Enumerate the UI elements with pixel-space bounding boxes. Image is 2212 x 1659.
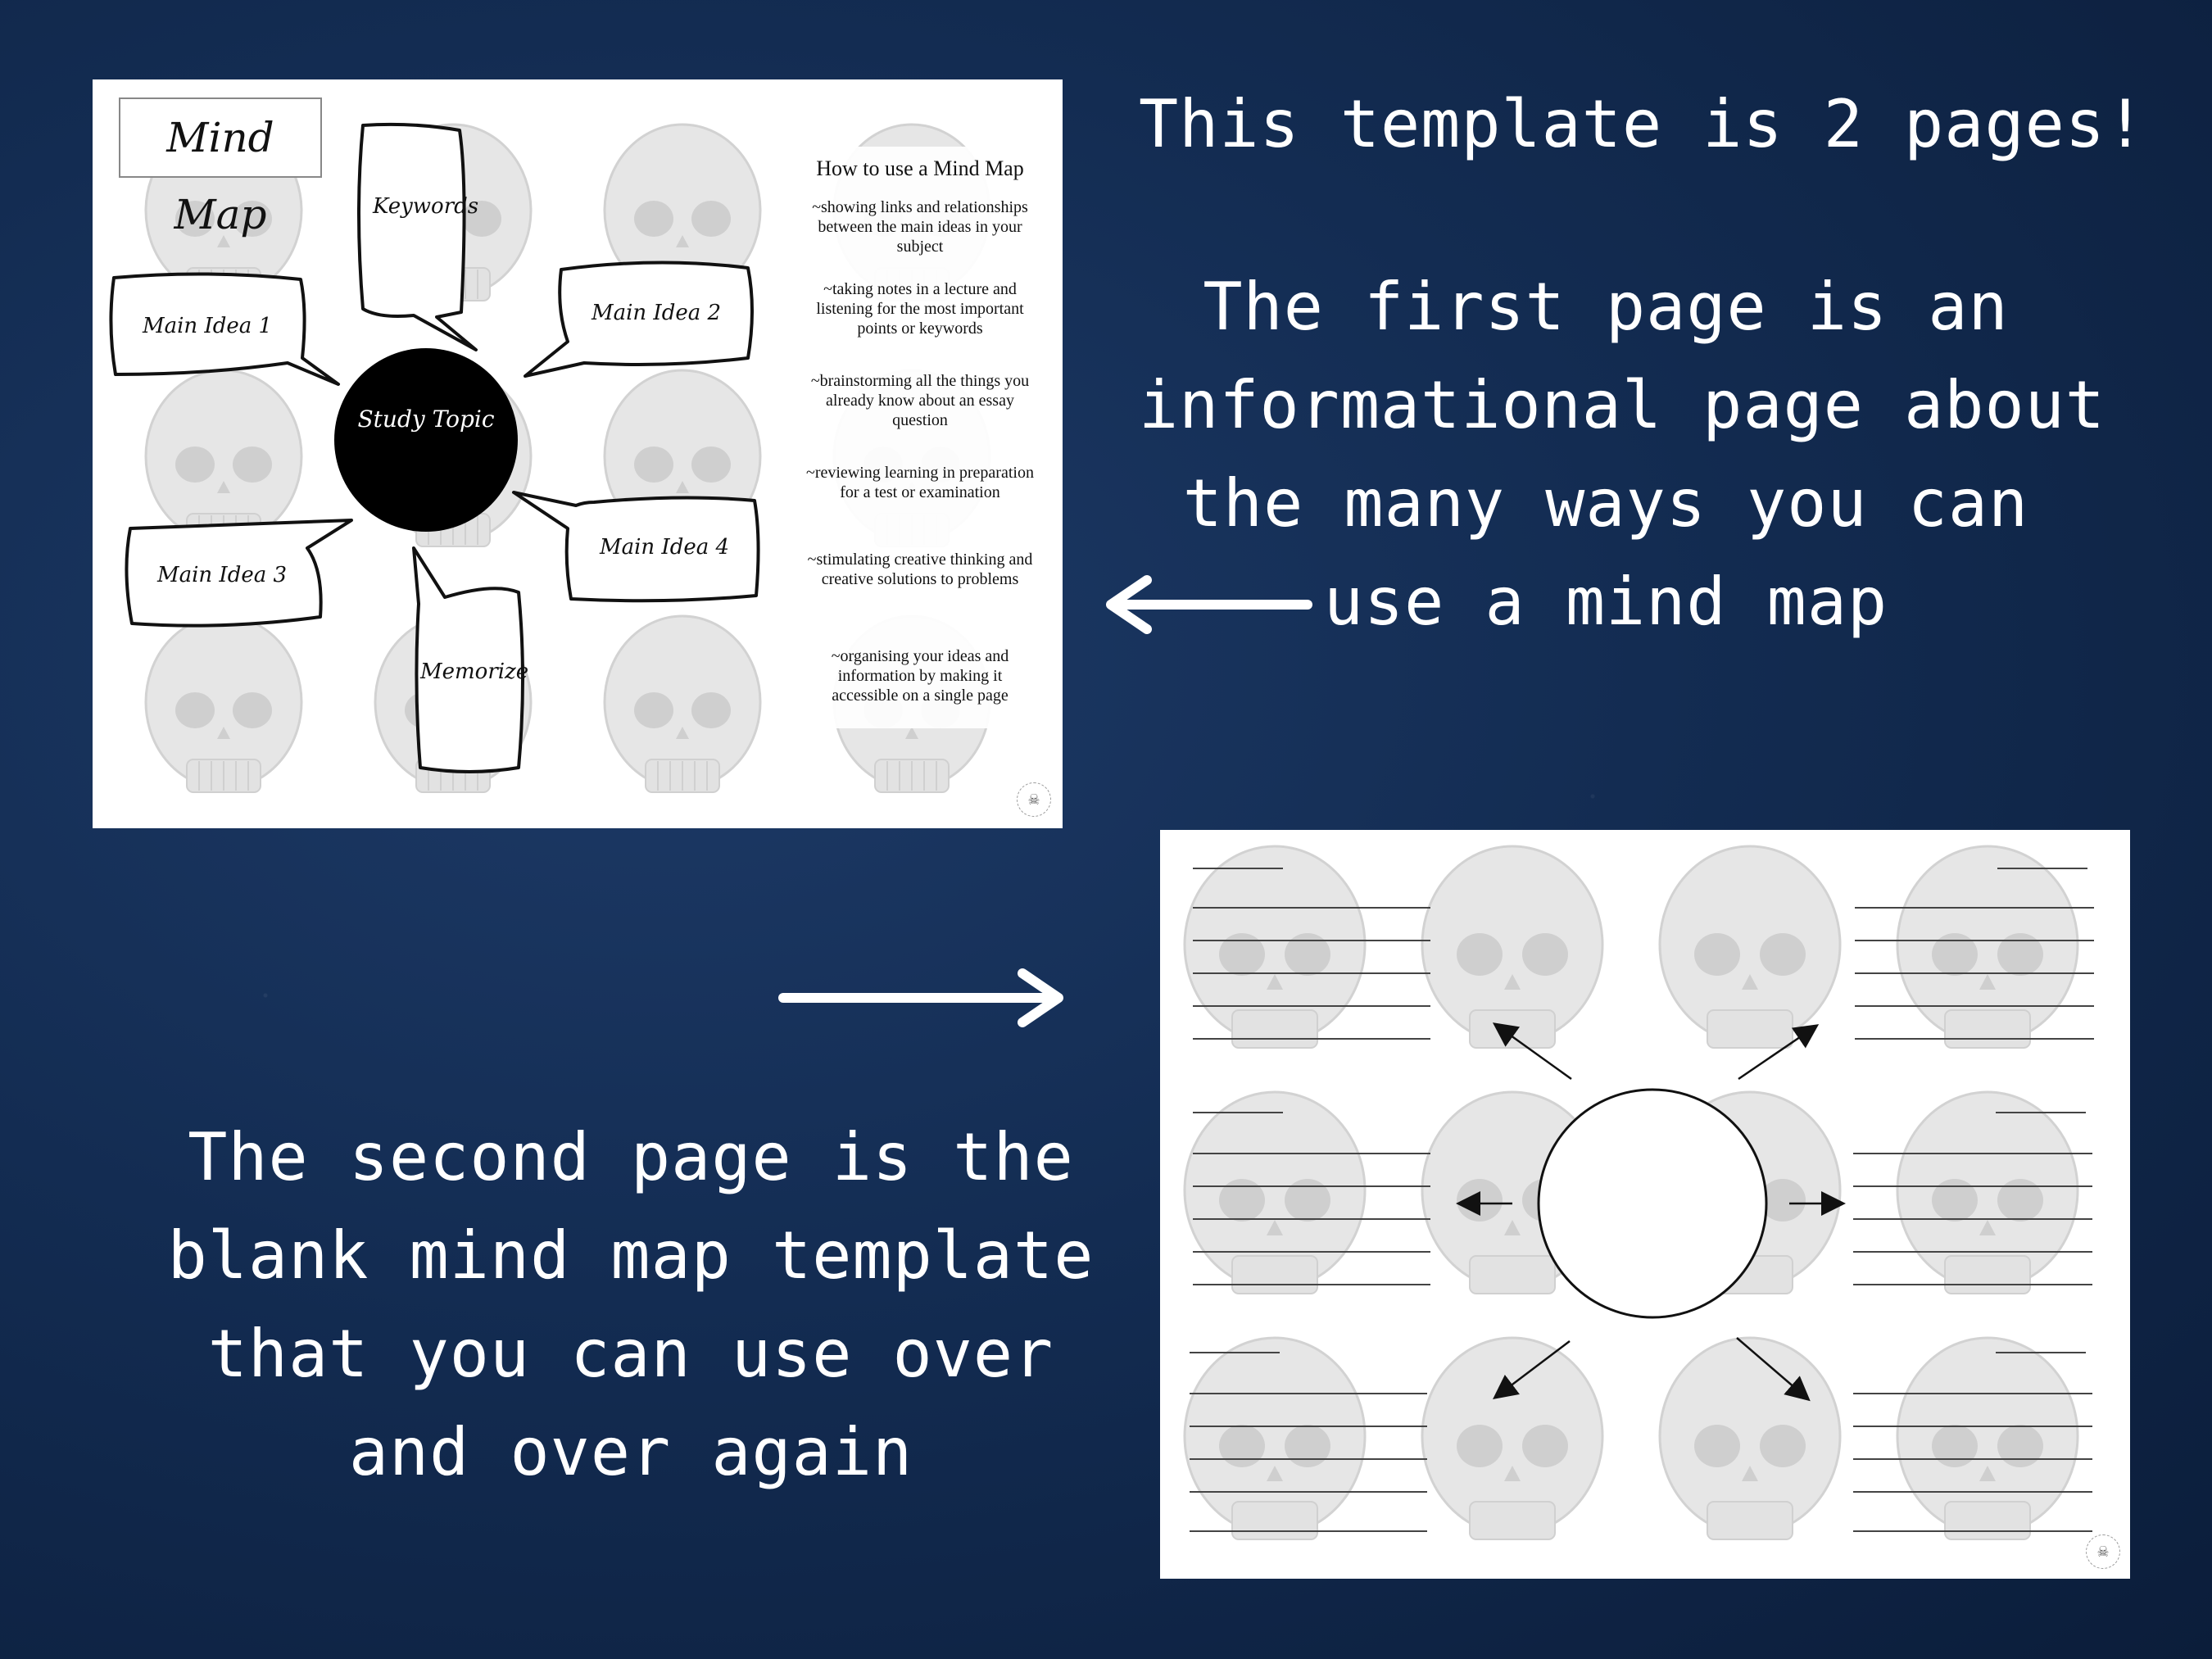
how-to-item: ~stimulating creative thinking and creat… bbox=[807, 551, 1033, 588]
bubble-main-idea-1: Main Idea 1 bbox=[142, 314, 273, 338]
skull-icon: ☠ bbox=[1017, 782, 1051, 817]
page-two-artwork bbox=[1183, 845, 2094, 1541]
how-to-item: ~showing links and relationships between… bbox=[812, 198, 1028, 256]
bubble-main-idea-2: Main Idea 2 bbox=[591, 301, 722, 325]
how-to-panel: How to use a Mind Map ~showing links and… bbox=[797, 147, 1043, 728]
writing-lines bbox=[1190, 868, 2094, 1532]
arrow-right-icon bbox=[778, 968, 1063, 1027]
how-to-title: How to use a Mind Map bbox=[816, 156, 1024, 180]
arrow-left-icon bbox=[1106, 575, 1312, 634]
page-one-artwork bbox=[109, 122, 991, 794]
how-to-item: ~organising your ideas and information b… bbox=[831, 647, 1009, 705]
skull-icon: ☠ bbox=[2086, 1534, 2120, 1569]
study-topic-label: Study Topic bbox=[357, 406, 495, 433]
mind-map-title: Mind Map bbox=[119, 97, 322, 238]
headline-line: the many ways you can bbox=[1182, 465, 2029, 542]
bubble-memorize: Memorize bbox=[420, 660, 529, 684]
page-one-preview: Mind Map Keywords Main Idea 1 Main Idea … bbox=[93, 79, 1063, 828]
speech-bubbles bbox=[109, 122, 760, 773]
headline-top: This template is 2 pages! bbox=[1139, 75, 2146, 174]
headline-line: use a mind map bbox=[1323, 564, 1888, 640]
bubble-main-idea-4: Main Idea 4 bbox=[599, 535, 730, 560]
headline-line: blank mind map template bbox=[167, 1217, 1095, 1294]
how-to-item: ~taking notes in a lecture and listening… bbox=[816, 280, 1024, 338]
headline-middle: The first page is an informational page … bbox=[1139, 258, 2105, 651]
headline-line: informational page about bbox=[1139, 367, 2105, 443]
headline-bottom: The second page is the blank mind map te… bbox=[147, 1108, 1114, 1502]
study-topic-circle bbox=[334, 348, 518, 532]
bubble-main-idea-3: Main Idea 3 bbox=[156, 563, 288, 587]
page-two-preview: ☠ bbox=[1160, 830, 2130, 1579]
headline-line: The second page is the bbox=[188, 1119, 1074, 1195]
headline-line: that you can use over bbox=[207, 1316, 1054, 1392]
headline-line: The first page is an bbox=[1203, 269, 2009, 345]
how-to-item: ~reviewing learning in preparation for a… bbox=[806, 464, 1034, 501]
bubble-keywords: Keywords bbox=[373, 194, 479, 219]
headline-line: and over again bbox=[348, 1414, 913, 1490]
headline-line: This template is 2 pages! bbox=[1139, 86, 2146, 162]
connector-arrows bbox=[1456, 1022, 1846, 1402]
center-circle bbox=[1537, 1088, 1768, 1319]
how-to-item: ~brainstorming all the things you alread… bbox=[810, 372, 1030, 429]
